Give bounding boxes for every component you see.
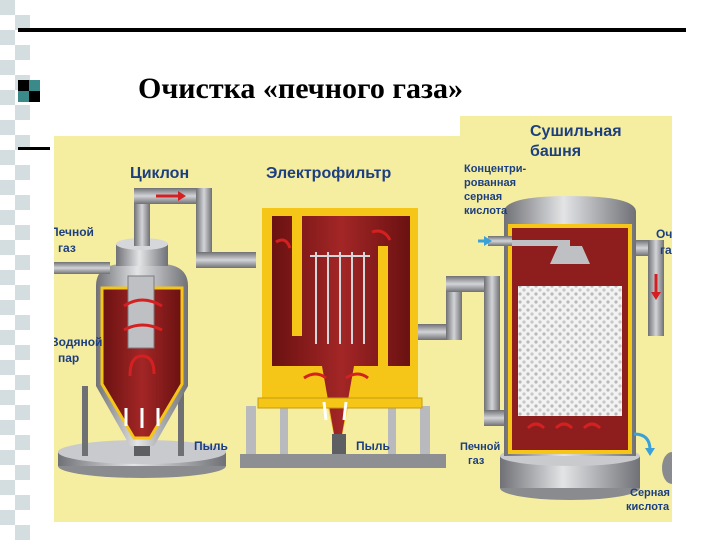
- checker-square: [0, 390, 15, 405]
- pipe-cyclone-to-filter: [134, 188, 256, 268]
- checker-square: [15, 45, 30, 60]
- pipe-filter-to-tower: [418, 276, 506, 426]
- label-conc-acid-2: рованная: [464, 177, 516, 189]
- title-bullet: [18, 80, 40, 102]
- label-water-vapor-1: Водяной: [54, 335, 102, 349]
- label-sulfuric-acid-out-2: кислота: [626, 501, 670, 513]
- checker-square: [15, 255, 30, 270]
- checker-square: [15, 465, 30, 480]
- checker-square: [0, 480, 15, 495]
- checker-square: [0, 0, 15, 15]
- label-purified-gas-1: Очищенный: [656, 227, 672, 241]
- checker-square: [15, 315, 30, 330]
- label-conc-acid-4: кислота: [464, 205, 508, 217]
- label-dust-cyclone: Пыль: [194, 439, 228, 453]
- checker-square: [0, 240, 15, 255]
- checker-square: [15, 15, 30, 30]
- tower-header-background: [460, 116, 672, 146]
- label-water-vapor-2: пар: [58, 351, 79, 365]
- label-purified-gas-2: газ: [660, 243, 672, 257]
- checker-square: [15, 225, 30, 240]
- checker-square: [15, 105, 30, 120]
- checker-square: [0, 90, 15, 105]
- checker-square: [15, 195, 30, 210]
- label-conc-acid-1: Концентри-: [464, 163, 526, 175]
- checker-square: [15, 525, 30, 540]
- label-furnace-gas-in-2: газ: [58, 241, 76, 255]
- slide-title: Очистка «печного газа»: [138, 72, 464, 105]
- checker-square: [15, 285, 30, 300]
- electrofilter-unit: [240, 208, 446, 468]
- checker-square: [0, 150, 15, 165]
- gas-purification-diagram: Циклон Электрофильтр Сушильная башня Печ…: [54, 116, 672, 522]
- label-furnace-gas-in-1: Печной: [54, 225, 94, 239]
- label-drying-tower-2: башня: [530, 143, 581, 160]
- checker-square: [0, 270, 15, 285]
- label-cyclone: Циклон: [130, 165, 189, 182]
- checker-square: [0, 30, 15, 45]
- drying-tower-unit: [478, 196, 672, 500]
- checker-square: [0, 360, 15, 375]
- cyclone-unit: [54, 238, 226, 478]
- checker-square: [0, 60, 15, 75]
- checker-square: [0, 300, 15, 315]
- checker-square: [0, 330, 15, 345]
- label-sulfuric-acid-out-1: Серная: [630, 487, 670, 499]
- checker-square: [0, 450, 15, 465]
- checker-square: [0, 180, 15, 195]
- checker-square: [15, 405, 30, 420]
- checker-square: [15, 165, 30, 180]
- checker-square: [0, 420, 15, 435]
- label-drying-tower-1: Сушильная: [530, 123, 622, 140]
- label-furnace-gas-tower-2: газ: [468, 455, 485, 467]
- label-conc-acid-3: серная: [464, 191, 502, 203]
- checker-square: [15, 345, 30, 360]
- label-electrofilter: Электрофильтр: [266, 165, 391, 182]
- checker-square: [0, 210, 15, 225]
- checker-square: [15, 435, 30, 450]
- checker-square: [15, 495, 30, 510]
- checker-square: [0, 120, 15, 135]
- checker-square: [0, 510, 15, 525]
- checker-decoration: [0, 0, 30, 540]
- subtitle-dash: [18, 147, 50, 150]
- checker-square: [15, 375, 30, 390]
- title-top-rule: [18, 28, 686, 32]
- label-dust-filter: Пыль: [356, 439, 390, 453]
- label-furnace-gas-tower-1: Печной: [460, 441, 500, 453]
- checker-square: [15, 135, 30, 150]
